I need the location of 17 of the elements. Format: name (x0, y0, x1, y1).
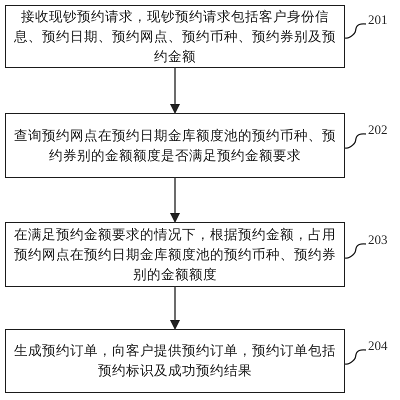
step-number: 201 (368, 12, 388, 27)
step-number: 203 (368, 232, 388, 247)
step-text: 生成预约订单，向客户提供预约订单，预约订单包括预约标识及成功预约结果 (13, 342, 337, 381)
step-text: 查询预约网点在预约日期金库额度池的预约币种、预约券别的金额额度是否满足预约金额要求 (13, 126, 337, 166)
step-text: 接收现钞预约请求，现钞预约请求包括客户身份信息、预约日期、预约网点、预约币种、预约券别及预约金额 (13, 8, 337, 66)
step-number: 202 (368, 122, 388, 137)
leader-line (344, 23, 366, 39)
leader-line (344, 243, 366, 259)
arrow (170, 178, 180, 223)
arrow (170, 287, 180, 330)
leader-line (344, 133, 366, 149)
process-box (5, 329, 345, 393)
arrow (170, 68, 180, 114)
process-box (5, 113, 345, 178)
step-number: 204 (368, 338, 388, 353)
step-text: 在满足预约金额要求的情况下，根据预约金额，占用预约网点在预约日期金库额度池的预约币种、预约券别的金额额度 (13, 226, 337, 284)
leader-line (344, 349, 366, 365)
